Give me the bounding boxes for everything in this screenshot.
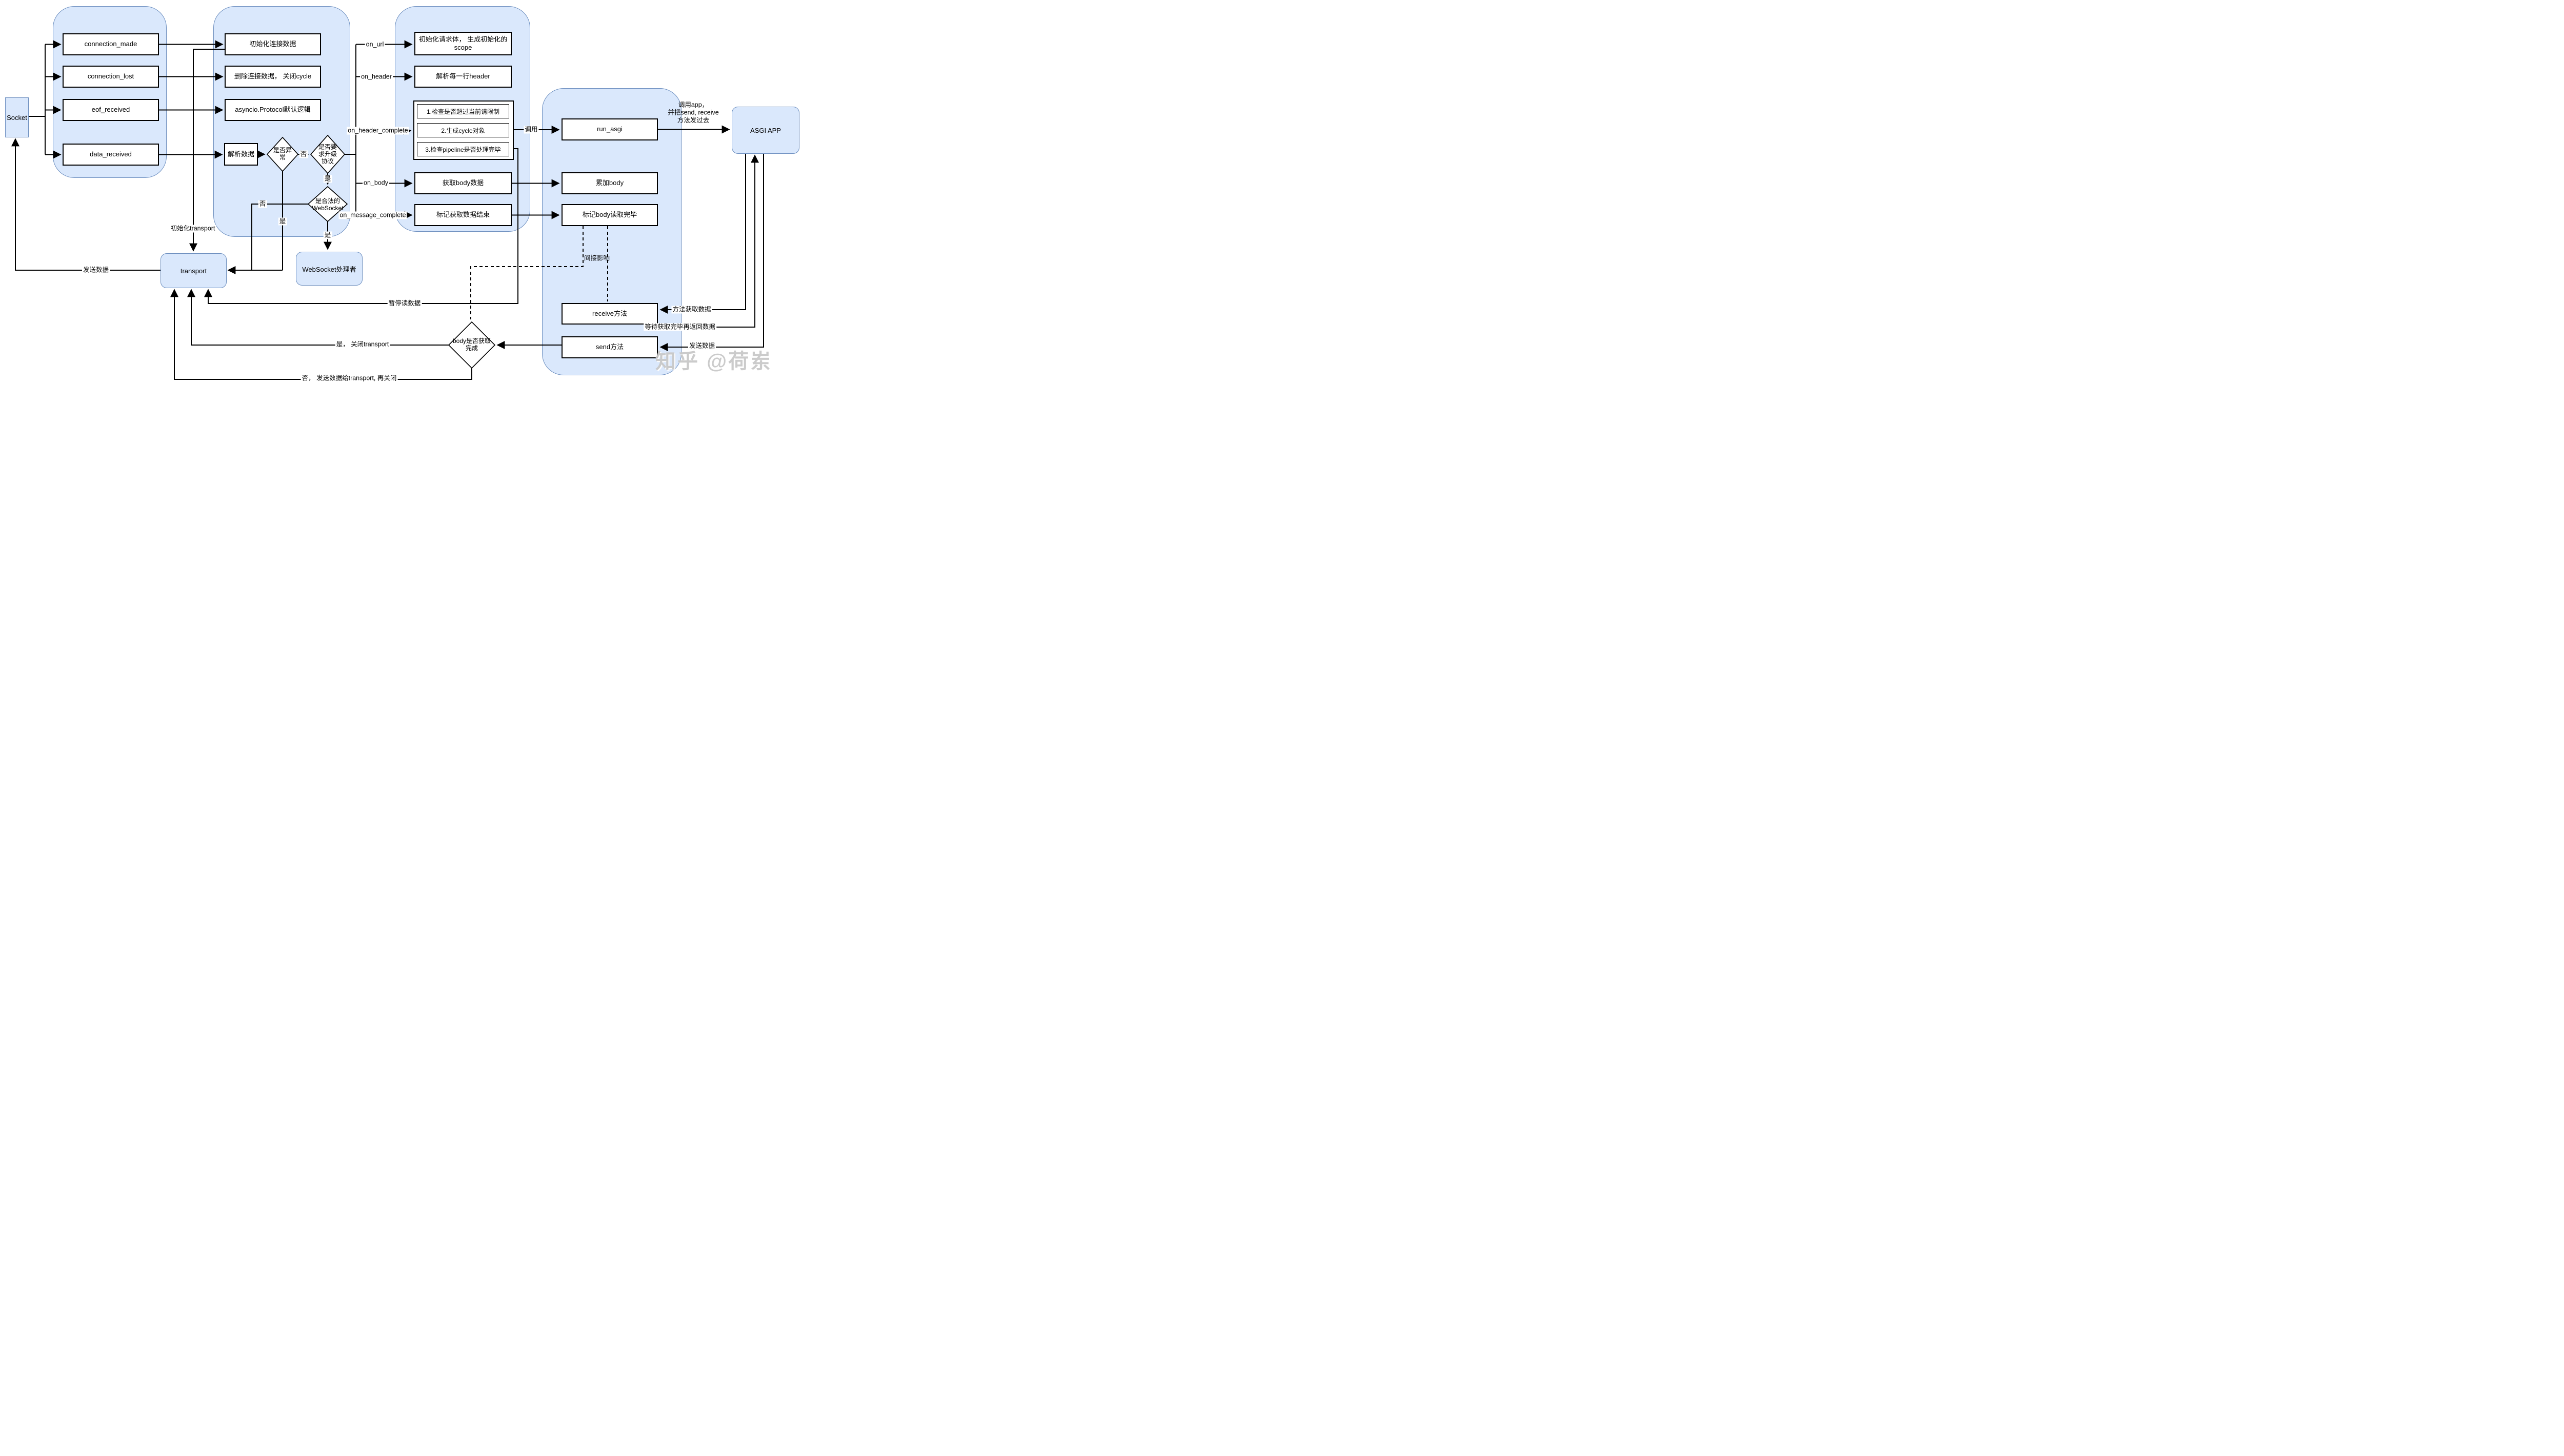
- eof-received-box: eof_received: [63, 99, 159, 121]
- send-method-box: send方法: [562, 336, 658, 358]
- edge-label-yes-2: 是: [323, 175, 332, 183]
- edge-label-on-message-complete: on_message_complete: [338, 211, 407, 219]
- socket-node: Socket: [5, 97, 29, 137]
- flow-diagram: asyncio.Protocol uvicorn.Protocol HTTP解析…: [0, 0, 800, 390]
- edge-label-no-1: 否: [299, 150, 308, 158]
- accumulate-body-box: 累加body: [562, 172, 658, 194]
- edge-label-on-url: on_url: [365, 41, 385, 49]
- connector-bodyfetched-yes: [187, 289, 449, 346]
- connector-bodyfetched-no: [170, 289, 472, 380]
- edge-label-no-send-close: 否， 发送数据给transport, 再关闭: [301, 374, 398, 382]
- edge-label-yes-close-transport: 是， 关闭transport: [335, 340, 390, 349]
- step2-box: 2.生成cycle对象: [417, 123, 509, 137]
- decision-body-fetched-label: body是否获取完成: [452, 337, 491, 352]
- edge-label-indirect-effect: 间接影响: [584, 254, 610, 262]
- init-conn-box: 初始化连接数据: [225, 33, 321, 55]
- edge-label-yes-1: 是: [278, 217, 287, 226]
- step1-box: 1.检查是否超过当前请限制: [417, 104, 509, 118]
- edge-label-call: 调用: [524, 126, 539, 134]
- del-conn-box: 删除连接数据， 关闭cycle: [225, 66, 321, 88]
- websocket-handler-node: WebSocket处理者: [296, 252, 363, 286]
- decision-is-error-label: 是否异常: [273, 147, 292, 161]
- data-received-box: data_received: [63, 144, 159, 166]
- edge-label-call-app: 调用app， 并把send, receive 方法发过去: [668, 101, 719, 124]
- decision-need-upgrade-label: 是否要求升级协议: [318, 143, 337, 165]
- init-request-box: 初始化请求体， 生成初始化的scope: [414, 32, 512, 55]
- connection-made-box: connection_made: [63, 33, 159, 55]
- edge-label-init-transport: 初始化transport: [169, 225, 216, 233]
- get-body-box: 获取body数据: [414, 172, 512, 194]
- mark-body-read-box: 标记body读取完毕: [562, 204, 658, 226]
- transport-node: transport: [161, 253, 227, 288]
- edge-label-fetch-data: 方法获取数据: [671, 306, 712, 314]
- edge-label-pause-read: 暂停读数据: [387, 299, 422, 308]
- decision-valid-websocket-label: 是合法的WebSocket: [312, 197, 344, 212]
- connection-lost-box: connection_lost: [63, 66, 159, 88]
- edge-label-yes-3: 是: [323, 231, 332, 239]
- receive-method-box: receive方法: [562, 303, 658, 325]
- mark-end-box: 标记获取数据结束: [414, 204, 512, 226]
- run-asgi-box: run_asgi: [562, 118, 658, 140]
- parse-header-box: 解析每一行header: [414, 66, 512, 88]
- parse-data-box: 解析数据: [224, 143, 258, 166]
- edge-label-on-body: on_body: [363, 179, 389, 187]
- edge-label-on-header: on_header: [360, 73, 393, 81]
- edge-label-no-2: 否: [258, 200, 267, 208]
- edge-label-wait-return: 等待获取完毕再返回数据: [644, 323, 716, 331]
- asgi-app-node: ASGI APP: [732, 107, 799, 154]
- zhihu-watermark: 知乎 @荷岽: [655, 350, 773, 373]
- step3-box: 3.检查pipeline是否处理完毕: [417, 142, 509, 156]
- edge-label-on-header-complete: on_header_complete: [347, 127, 409, 135]
- default-logic-box: asyncio.Protocol默认逻辑: [225, 99, 321, 121]
- edge-label-send-data-socket: 发送数据: [82, 266, 110, 274]
- connector-socket-trunk: [28, 44, 46, 155]
